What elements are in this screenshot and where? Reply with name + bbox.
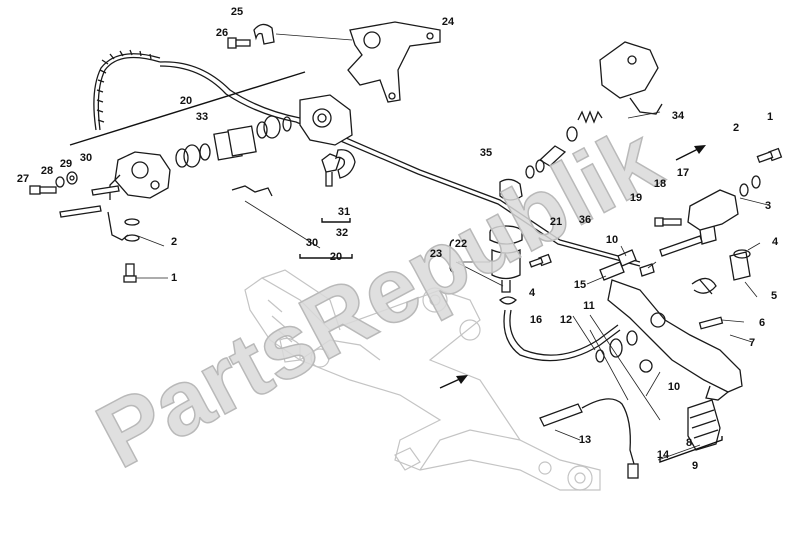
leader-lines: [136, 33, 769, 461]
label-4-left: 4: [529, 287, 536, 299]
label-20-upper: 20: [180, 95, 192, 107]
master-cylinder-piston: [538, 126, 578, 167]
caliper-bolt: [29, 185, 57, 195]
label-23: 23: [430, 248, 442, 260]
swingarm-frame-outline: [244, 269, 601, 491]
caliper-bracket: [347, 21, 441, 103]
pedal-pin-bolt: [698, 316, 724, 330]
direction-arrow-lower: [439, 375, 468, 389]
pushrod: [659, 235, 703, 257]
direction-arrow-upper: [675, 145, 706, 161]
hose-clamp: [253, 23, 275, 45]
brake-pedal-lever: [607, 279, 743, 401]
pedal-bushing: [595, 330, 638, 363]
master-cylinder-cap-bolt: [756, 147, 783, 164]
label-32: 32: [336, 227, 348, 239]
label-1-left: 1: [171, 272, 177, 284]
group-bracket-22: [449, 239, 455, 273]
brake-fluid-reservoir: [489, 225, 523, 293]
label-12: 12: [560, 314, 572, 326]
master-cylinder-cap-assembly: [599, 41, 663, 115]
label-22: 22: [455, 238, 467, 250]
label-4-right: 4: [772, 236, 779, 248]
label-27: 27: [17, 173, 29, 185]
label-25: 25: [231, 6, 243, 18]
label-10-lower: 10: [668, 381, 680, 393]
label-13: 13: [579, 434, 591, 446]
bleeder-screw-left: [123, 263, 137, 283]
brake-pads: [213, 125, 257, 161]
washer-28: [55, 176, 65, 188]
label-35: 35: [480, 147, 492, 159]
master-cylinder-spring: [577, 110, 603, 124]
label-8: 8: [686, 437, 692, 449]
label-15: 15: [574, 279, 586, 291]
label-16: 16: [530, 314, 542, 326]
group-bracket-30-20: [299, 254, 353, 259]
caliper-pin: [59, 185, 120, 218]
label-11: 11: [583, 300, 595, 312]
label-26: 26: [216, 27, 228, 39]
part-number-labels: 25 26 24 20 33 30 29 28 27 2 1 31 32 30 …: [17, 6, 779, 472]
label-2-right: 2: [733, 122, 739, 134]
group-bracket-20-33: [69, 71, 306, 146]
label-24: 24: [442, 16, 455, 28]
label-7: 7: [749, 337, 755, 349]
label-18: 18: [654, 178, 666, 190]
label-1-right: 1: [767, 111, 773, 123]
pedal-return-spring: [691, 277, 717, 295]
clevis-fitting: [599, 249, 637, 281]
label-9: 9: [692, 460, 698, 472]
reservoir-hose: [503, 309, 621, 362]
label-36: 36: [579, 214, 591, 226]
watermark-text: PartsRepublik: [82, 107, 677, 488]
label-17: 17: [677, 167, 689, 179]
mc-mounting-bolt: [654, 217, 682, 227]
brake-hose-line: [93, 49, 641, 267]
label-31: 31: [338, 206, 350, 218]
master-cylinder-body: [687, 175, 761, 245]
label-30-upper: 30: [80, 152, 92, 164]
speed-sensor: [321, 149, 356, 187]
label-19: 19: [630, 192, 642, 204]
washer-29: [66, 171, 78, 185]
caliper-pistons-seals: [175, 115, 292, 168]
label-33: 33: [196, 111, 208, 123]
rear-caliper-left: [109, 151, 171, 200]
label-10-upper: 10: [606, 234, 618, 246]
group-bracket-31-32: [321, 218, 351, 223]
abs-sensor-cable: [539, 398, 639, 479]
label-30-lower: 30: [306, 237, 318, 249]
label-14: 14: [657, 449, 670, 461]
label-6: 6: [759, 317, 765, 329]
pedal-pivot-bolt: [729, 249, 751, 281]
clamp-bolt: [227, 37, 251, 49]
pedal-washer: [639, 359, 653, 373]
dust-boot: [499, 159, 545, 201]
rear-caliper-right-half: [299, 94, 353, 146]
pushrod-locknut: [639, 263, 655, 277]
pad-spring: [231, 185, 273, 197]
group-bracket-9: [659, 436, 723, 463]
label-5: 5: [771, 290, 777, 302]
footpeg-rubber: [687, 399, 721, 451]
label-3: 3: [765, 200, 771, 212]
label-28: 28: [41, 165, 53, 177]
label-29: 29: [60, 158, 72, 170]
label-20-lower: 20: [330, 251, 342, 263]
reservoir-bolt: [528, 253, 552, 268]
hose-clip-upper: [499, 296, 517, 305]
label-2-left: 2: [171, 236, 177, 248]
label-34: 34: [672, 110, 685, 122]
banjo-fitting-left: [107, 211, 140, 242]
label-21: 21: [550, 216, 562, 228]
